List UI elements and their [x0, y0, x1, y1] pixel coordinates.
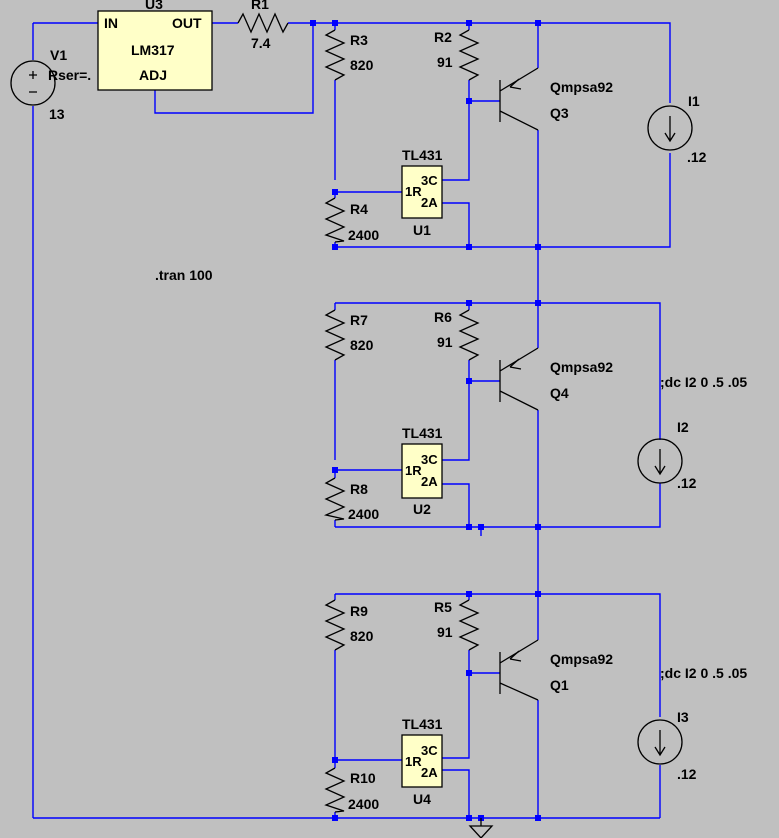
- i1-value: .12: [687, 149, 707, 165]
- ground-symbol: [468, 818, 494, 838]
- r8-value: 2400: [348, 506, 379, 522]
- shunt-regulator-u1[interactable]: TL431 3C 1R 2A U1: [401, 147, 443, 238]
- r5-value: 91: [437, 624, 453, 640]
- u4-model: TL431: [402, 716, 443, 732]
- resistor-r9[interactable]: R9 820: [324, 599, 374, 651]
- resistor-r5[interactable]: R5 91: [434, 599, 480, 651]
- v1-rser: Rser=.: [48, 67, 91, 83]
- r7-value: 820: [350, 337, 374, 353]
- r3-ref: R3: [350, 32, 368, 48]
- q4-model: Qmpsa92: [550, 359, 613, 375]
- u1-ref: U1: [413, 222, 431, 238]
- q1-ref: Q1: [550, 677, 569, 693]
- sim-directive[interactable]: .tran 100: [155, 267, 213, 283]
- current-source-i3[interactable]: ;dc I2 0 .5 .05 I3 .12: [637, 665, 747, 782]
- u4-ref: U4: [413, 791, 431, 807]
- r4-value: 2400: [348, 227, 379, 243]
- shunt-regulator-u4[interactable]: TL431 3C 1R 2A U4: [401, 716, 443, 807]
- u2-pin-c: 3C: [421, 452, 438, 467]
- v1-value: 13: [49, 106, 65, 122]
- q3-ref: Q3: [550, 105, 569, 121]
- q4-ref: Q4: [550, 385, 569, 401]
- i2-ref: I2: [677, 419, 689, 435]
- wires: [32, 22, 671, 819]
- u1-pin-c: 3C: [421, 173, 438, 188]
- r10-value: 2400: [348, 796, 379, 812]
- r9-value: 820: [350, 628, 374, 644]
- i2-comment: ;dc I2 0 .5 .05: [660, 374, 747, 390]
- u2-pin-a: 2A: [421, 474, 438, 489]
- current-source-i2[interactable]: ;dc I2 0 .5 .05 I2 .12: [637, 374, 747, 491]
- u1-pin-r: 1R: [405, 184, 422, 199]
- u1-pin-a: 2A: [421, 195, 438, 210]
- i1-ref: I1: [688, 93, 700, 109]
- resistor-r1[interactable]: R1 7.4: [237, 0, 289, 51]
- r7-ref: R7: [350, 312, 368, 328]
- r1-ref: R1: [251, 0, 269, 12]
- u3-ref: U3: [145, 0, 163, 12]
- v1-ref: V1: [50, 47, 67, 63]
- transistor-q1[interactable]: Qmpsa92 Q1: [499, 639, 613, 701]
- i3-comment: ;dc I2 0 .5 .05: [660, 665, 747, 681]
- u3-model: LM317: [131, 42, 175, 58]
- i3-ref: I3: [677, 709, 689, 725]
- current-source-i1[interactable]: I1 .12: [647, 93, 707, 165]
- q3-model: Qmpsa92: [550, 79, 613, 95]
- i3-value: .12: [677, 766, 697, 782]
- i2-value: .12: [677, 475, 697, 491]
- resistor-r6[interactable]: R6 91: [434, 309, 480, 361]
- u4-pin-r: 1R: [405, 754, 422, 769]
- resistor-r3[interactable]: R3 820: [324, 29, 374, 81]
- u4-pin-a: 2A: [421, 765, 438, 780]
- resistor-r4[interactable]: R4 2400: [324, 197, 379, 243]
- r8-ref: R8: [350, 481, 368, 497]
- r9-ref: R9: [350, 603, 368, 619]
- r6-value: 91: [437, 334, 453, 350]
- transistor-q4[interactable]: Qmpsa92 Q4: [499, 347, 613, 411]
- u2-model: TL431: [402, 425, 443, 441]
- voltage-source-v1[interactable]: V1 Rser=. 13: [10, 47, 91, 122]
- r2-ref: R2: [434, 29, 452, 45]
- resistor-r10[interactable]: R10 2400: [324, 767, 379, 813]
- r6-ref: R6: [434, 309, 452, 325]
- resistor-r7[interactable]: R7 820: [324, 309, 374, 361]
- junction-dots: [310, 20, 541, 821]
- r2-value: 91: [437, 54, 453, 70]
- u4-pin-c: 3C: [421, 743, 438, 758]
- r3-value: 820: [350, 57, 374, 73]
- resistor-r8[interactable]: R8 2400: [323, 477, 379, 522]
- shunt-regulator-u2[interactable]: TL431 3C 1R 2A U2: [401, 425, 443, 517]
- r10-ref: R10: [350, 770, 376, 786]
- r5-ref: R5: [434, 599, 452, 615]
- u3-pin-out: OUT: [172, 15, 202, 31]
- u2-pin-r: 1R: [405, 463, 422, 478]
- transistor-q3[interactable]: Qmpsa92 Q3: [499, 67, 613, 131]
- regulator-u3[interactable]: U3 IN OUT LM317 ADJ: [97, 0, 213, 91]
- u1-model: TL431: [402, 147, 443, 163]
- u3-pin-adj: ADJ: [139, 67, 167, 83]
- u2-ref: U2: [413, 501, 431, 517]
- u3-pin-in: IN: [104, 15, 118, 31]
- q1-model: Qmpsa92: [550, 651, 613, 667]
- r4-ref: R4: [350, 201, 368, 217]
- resistor-r2[interactable]: R2 91: [434, 29, 480, 81]
- r1-value: 7.4: [251, 35, 271, 51]
